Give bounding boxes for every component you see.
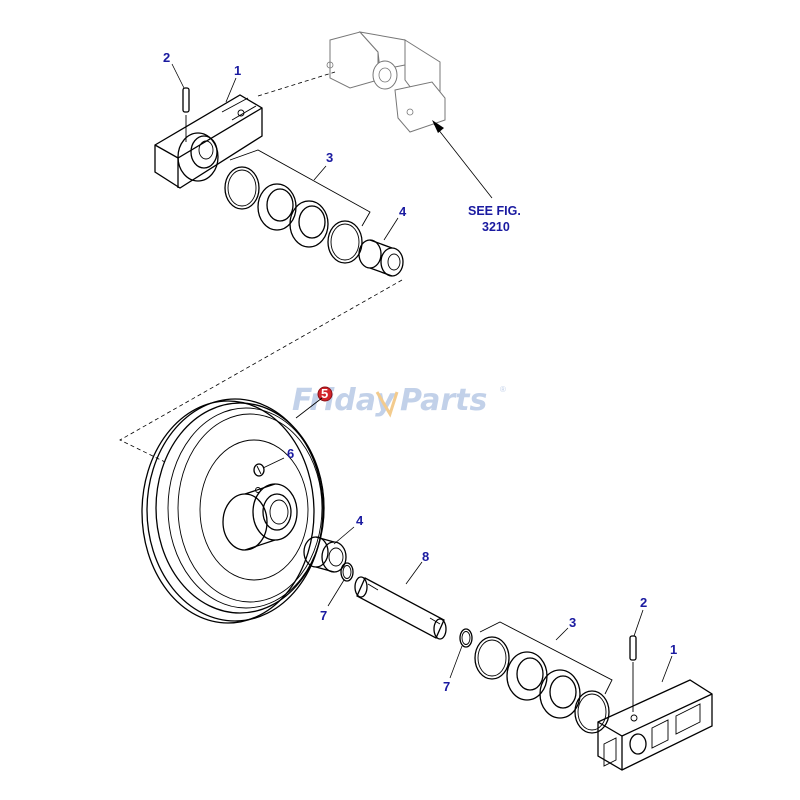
watermark-mark: ®	[500, 385, 506, 394]
callout-top-bracket: 1	[234, 63, 241, 78]
callout-bottom-bracket: 1	[670, 642, 677, 657]
see-fig-number: 3210	[482, 220, 510, 234]
see-fig-arrow	[432, 120, 493, 199]
see-fig-label: SEE FIG.	[468, 204, 521, 218]
plug	[253, 463, 265, 477]
bottom-bushing	[303, 536, 347, 573]
idler-hub	[222, 483, 298, 551]
callout-top-bushing: 4	[399, 204, 407, 219]
callout-bottom-seal-group: 3	[569, 615, 576, 630]
leader-lines	[171, 63, 673, 683]
shaft	[354, 576, 447, 640]
callout-shaft: 8	[422, 549, 429, 564]
top-pin	[182, 87, 190, 142]
top-seal-group	[224, 149, 371, 264]
watermark-part1: Friday	[292, 383, 396, 418]
idler-wheel	[141, 398, 325, 624]
callout-top-pin: 2	[163, 50, 170, 65]
callout-idler: 5	[321, 386, 328, 401]
callout-bottom-bushing: 4	[356, 513, 364, 528]
bottom-seal-group	[474, 621, 613, 734]
ring-right	[459, 628, 473, 648]
callout-bottom-pin: 2	[640, 595, 647, 610]
callout-top-seal-group: 3	[326, 150, 333, 165]
top-bushing	[358, 239, 404, 277]
top-bracket-collar	[177, 132, 219, 182]
reference-frame-assembly	[326, 31, 446, 133]
callout-ring-right: 7	[443, 679, 450, 694]
watermark-part2: Parts	[400, 383, 487, 418]
callout-plug: 6	[287, 446, 294, 461]
idler-marker	[317, 386, 333, 402]
callout-ring-left: 7	[320, 608, 327, 623]
bottom-bracket	[597, 679, 713, 771]
ring-left	[340, 562, 354, 582]
friday-parts-watermark: Friday Parts ®	[292, 383, 506, 418]
bottom-pin	[629, 635, 637, 712]
